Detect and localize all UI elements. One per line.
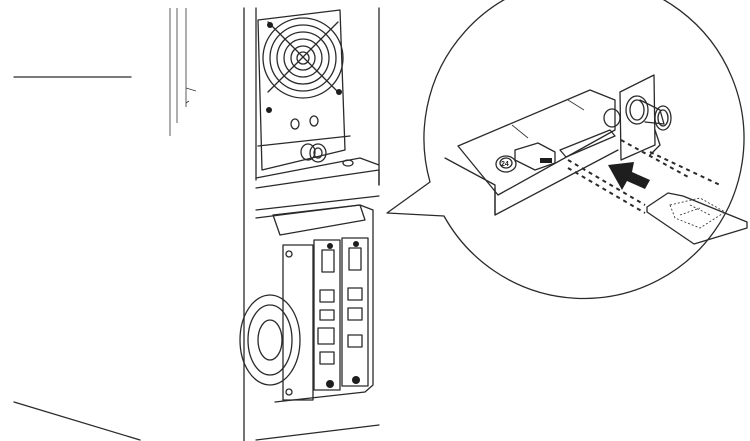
fan-icon — [239, 294, 301, 386]
left-chassis-outline — [13, 7, 245, 441]
insertion-guides — [567, 139, 721, 214]
screw-right-icon — [603, 108, 621, 128]
screw-icon: 24 — [495, 155, 517, 173]
expansion-card-2 — [341, 237, 369, 387]
screw-marking: 24 — [501, 161, 509, 168]
chip-component — [514, 142, 556, 171]
thumbscrew-icon — [300, 143, 327, 163]
bracket-connector — [619, 74, 672, 161]
magnified-callout — [386, 0, 745, 300]
fan-grille-icon — [262, 17, 344, 113]
card-slot — [559, 129, 616, 158]
lower-bay-expansion — [239, 195, 380, 441]
magnified-detail: 24 — [444, 74, 748, 245]
upper-bay-psu — [255, 7, 380, 189]
expansion-card-1 — [313, 239, 341, 391]
insert-arrow-icon — [608, 162, 650, 190]
memory-card-icon — [646, 192, 748, 245]
